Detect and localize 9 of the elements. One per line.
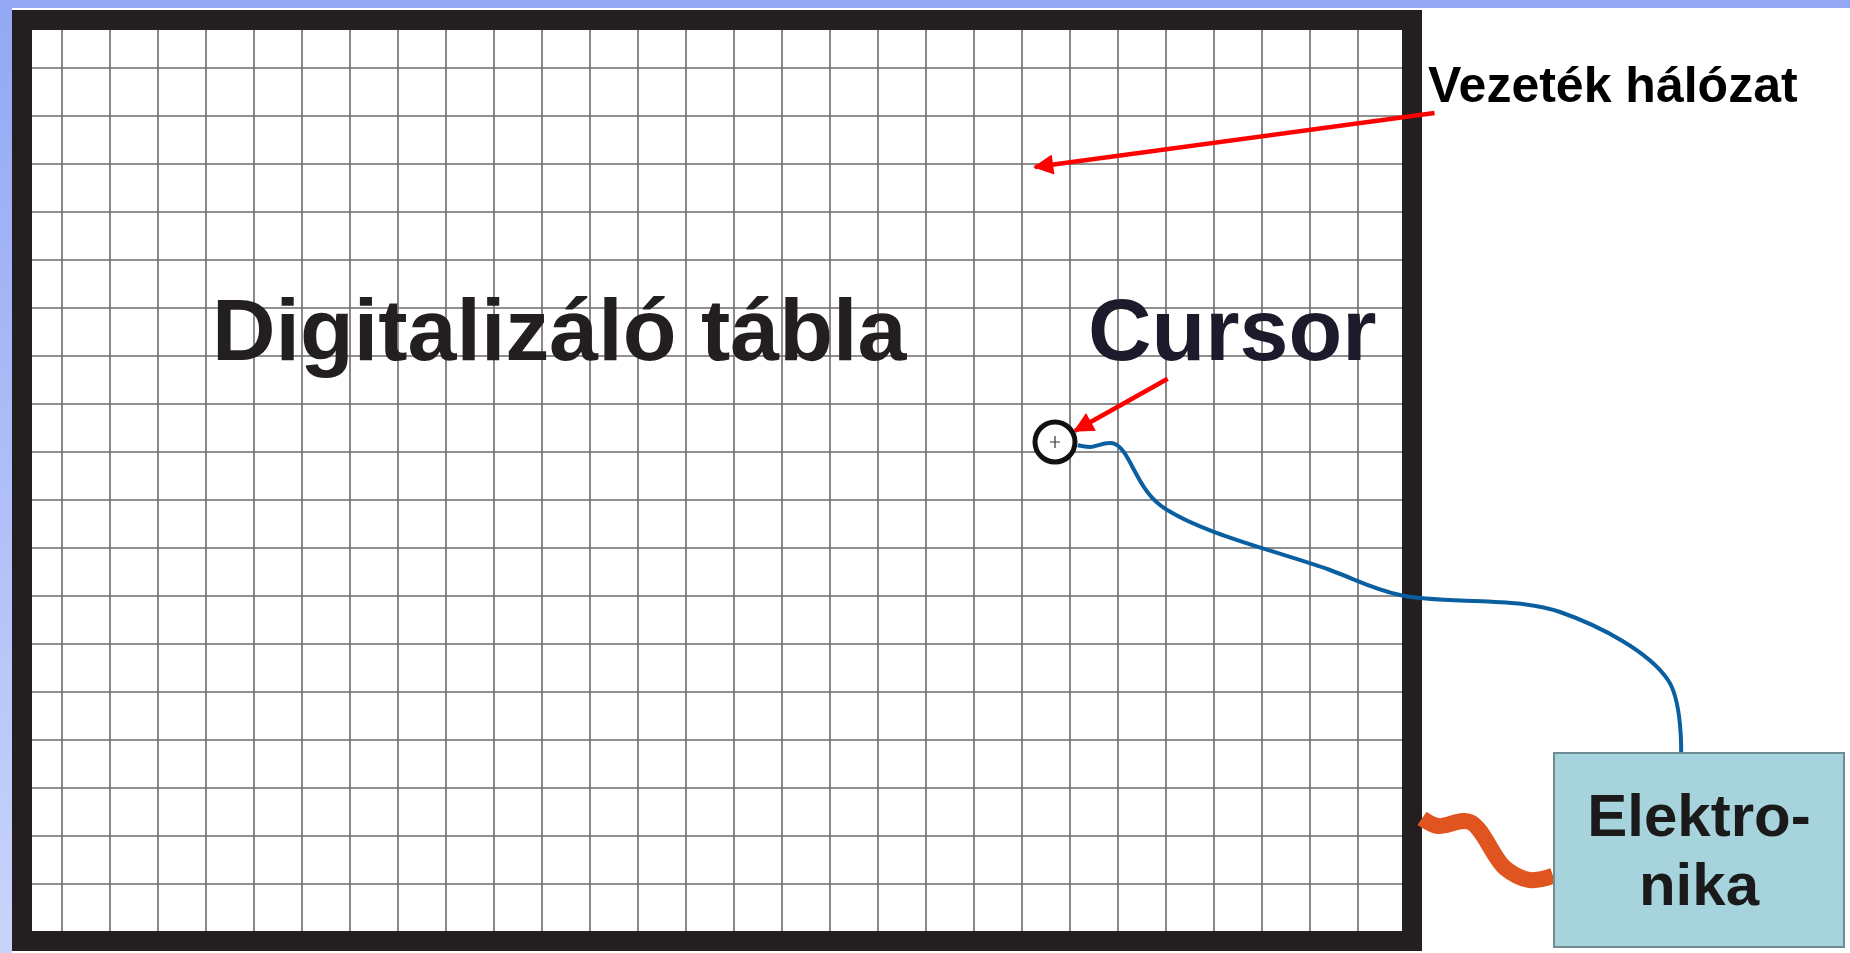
cable: [1077, 441, 1684, 752]
box-label: Elektro- nika: [1586, 781, 1812, 919]
tablet-label: Digitalizáló tábla: [212, 282, 907, 379]
arrow: [1073, 376, 1169, 433]
arrow: [1033, 110, 1435, 175]
cable: [1417, 811, 1556, 889]
electronics-box: [1553, 752, 1845, 948]
cursor-label: Cursor: [1088, 282, 1378, 379]
callout-label: Vezeték hálózat: [1428, 58, 1799, 113]
